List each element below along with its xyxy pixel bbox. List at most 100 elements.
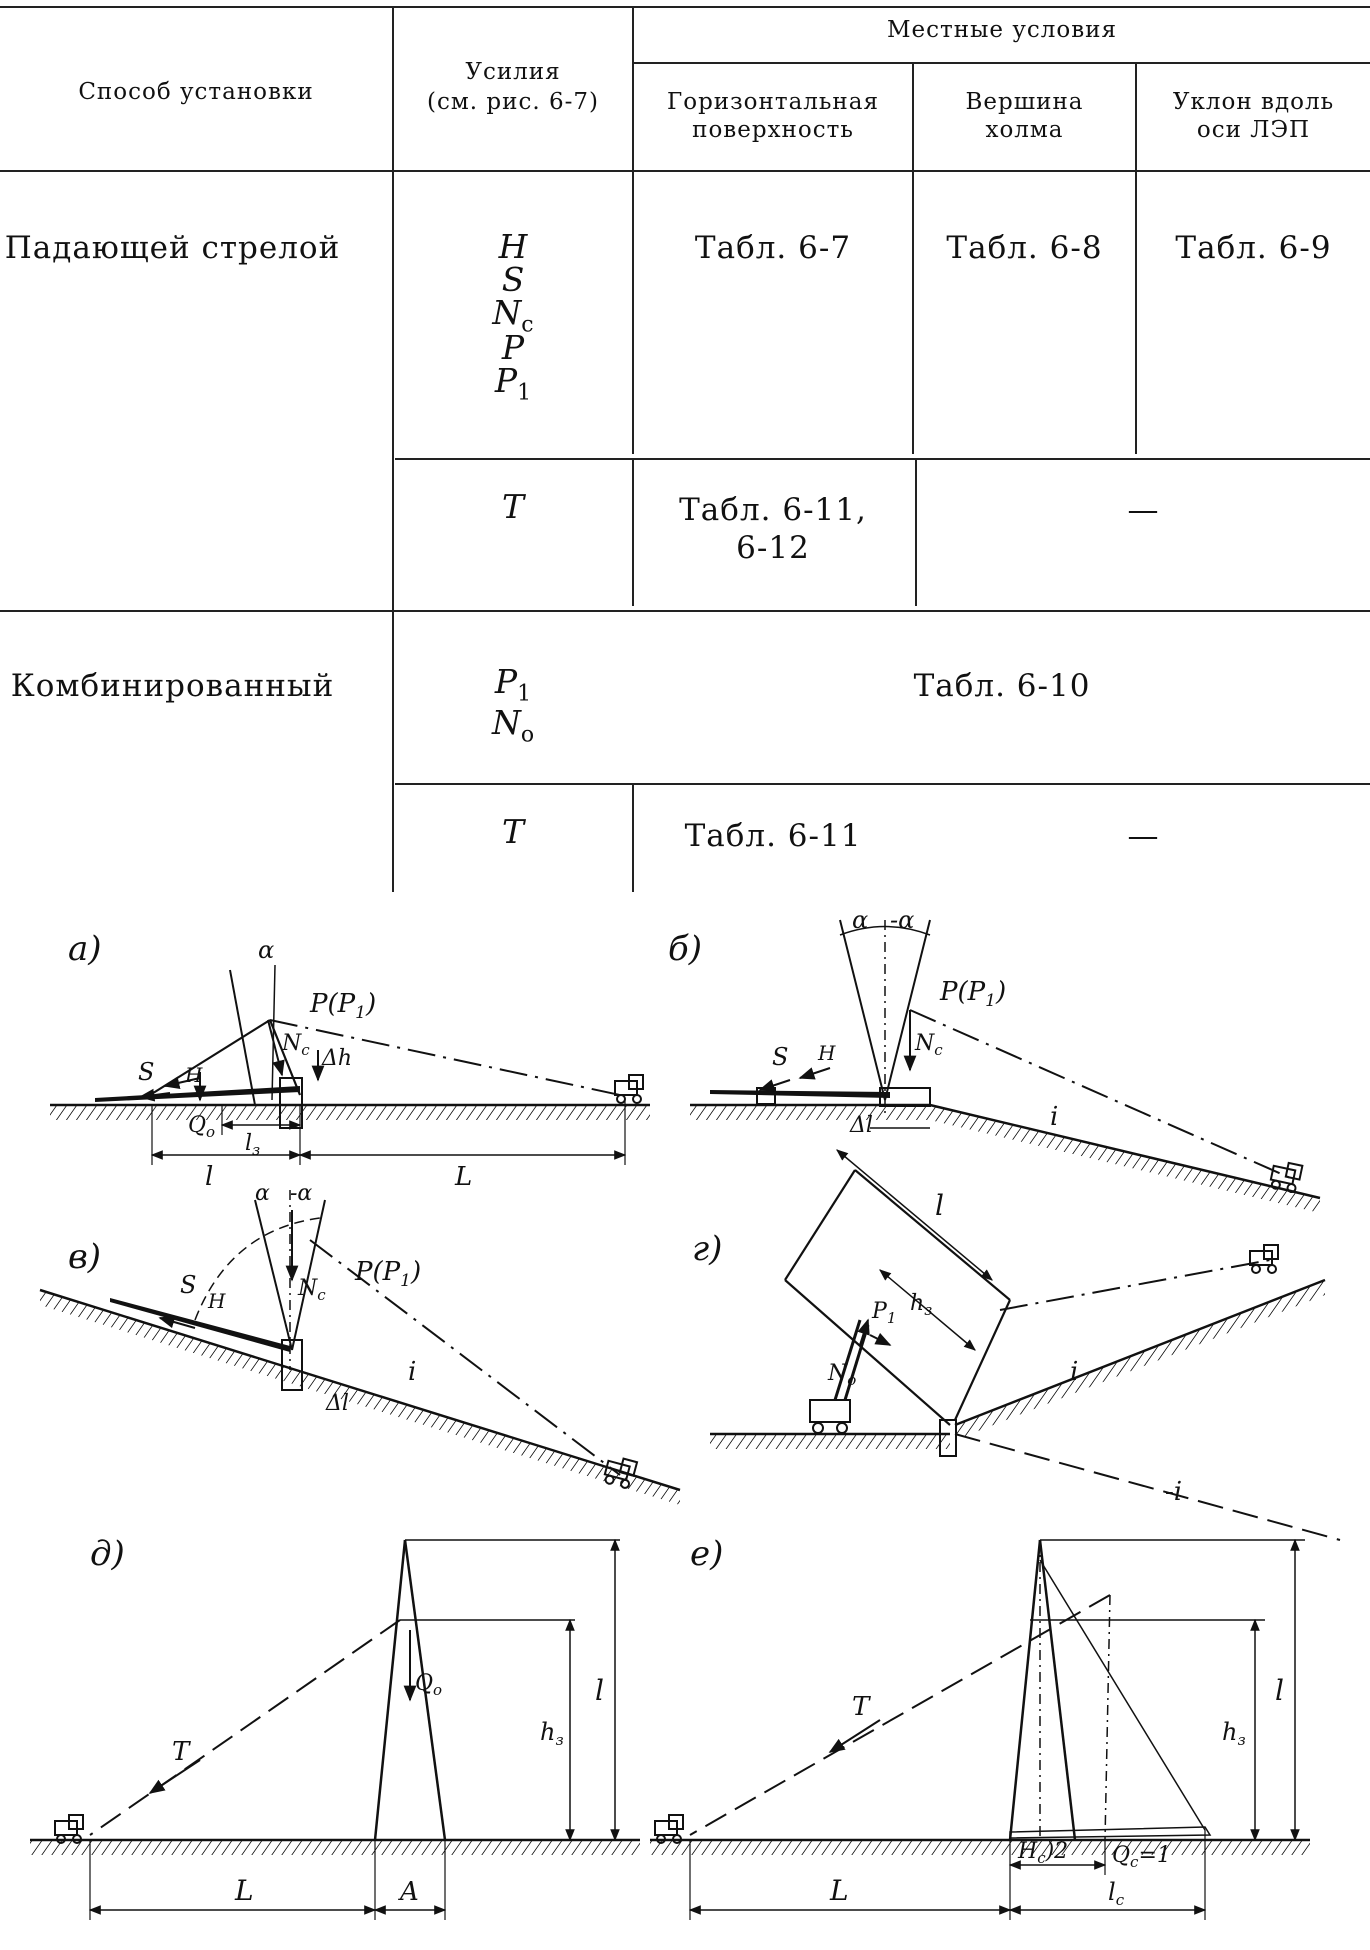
label-l-d: l xyxy=(595,1674,604,1707)
panel-e: е) T hз l L Hc)2 Qc=1 lc xyxy=(650,1534,1310,1920)
col-divider-4 xyxy=(1135,62,1137,454)
panel-d-label: д) xyxy=(90,1534,125,1574)
label-Nc-a: Nc xyxy=(281,1031,310,1059)
cable-v xyxy=(309,1239,621,1476)
local-conditions-rule xyxy=(632,62,1370,64)
label-P-a: P(P1) xyxy=(309,989,376,1023)
cable-d xyxy=(89,1619,401,1836)
tractor-d xyxy=(54,1814,84,1844)
label-P-b: P(P1) xyxy=(939,977,1006,1011)
label-Qo-d: Qo xyxy=(415,1671,442,1699)
label-H-b: H xyxy=(817,1041,836,1065)
label-h3-g: hз xyxy=(910,1291,932,1319)
force-H: H xyxy=(498,227,528,266)
label-L-e: L xyxy=(829,1874,849,1907)
hatch-v xyxy=(40,1291,680,1505)
label-No-g: No xyxy=(827,1361,856,1389)
header-forces: Усилия xyxy=(465,59,561,85)
pole-a xyxy=(229,969,256,1106)
label-T-e: T xyxy=(852,1692,871,1722)
label-alpha-v: α xyxy=(255,1181,270,1206)
hatch-g xyxy=(710,1435,950,1449)
table-top-rule xyxy=(0,6,1370,8)
hatch-e xyxy=(650,1841,1310,1855)
dim-h3-g xyxy=(879,1269,976,1351)
arc-v xyxy=(194,1217,321,1321)
ground-v xyxy=(39,1288,681,1492)
boom-a-2 xyxy=(268,1019,302,1096)
boom-b xyxy=(710,1090,890,1098)
label-i-g: i xyxy=(1070,1357,1078,1387)
label-Qo-a: Qo xyxy=(188,1113,215,1141)
tractor-g xyxy=(1249,1244,1279,1274)
arc-b xyxy=(839,925,931,936)
row3-inner-rule xyxy=(395,783,1370,785)
subheader-slope-1: Уклон вдоль xyxy=(1172,89,1335,115)
subheader-hill-2: холма xyxy=(985,117,1064,143)
installation-schemes-figure: а) α xyxy=(30,906,1341,1920)
tower-d-r xyxy=(403,1539,447,1841)
tower-d-l xyxy=(373,1539,407,1841)
subheader-hill-1: Вершина xyxy=(965,89,1084,115)
label-l-e: l xyxy=(1275,1674,1284,1707)
method-falling-boom: Падающей стрелой xyxy=(4,230,341,266)
tractor-a xyxy=(614,1074,644,1104)
hatch-g-slope xyxy=(955,1281,1325,1440)
arrow-Nc-a xyxy=(267,1019,285,1077)
dash-row2: — xyxy=(1127,492,1160,528)
hatch-b xyxy=(690,1106,930,1120)
force-Nc: Nc xyxy=(492,293,534,338)
method-combined: Комбинированный xyxy=(10,668,335,704)
ref-merged-row3: Табл. 6-10 xyxy=(913,668,1091,704)
force-P1: P1 xyxy=(494,360,532,406)
label-S-b: S xyxy=(772,1043,788,1071)
tower-e-l xyxy=(1008,1539,1042,1841)
label-Nc-b: Nc xyxy=(914,1031,943,1059)
panel-g-label: г) xyxy=(692,1229,722,1269)
label-P1-g: P1 xyxy=(871,1299,896,1327)
panel-d: д) T Qo hз l L A xyxy=(30,1534,640,1920)
pole-g-1 xyxy=(784,1279,951,1426)
axis-e-2 xyxy=(1104,1594,1111,1841)
arrow-H-a xyxy=(163,1076,201,1090)
ref-horizontal-row2-line1: Табл. 6-11, xyxy=(679,492,867,528)
pole-g-4 xyxy=(954,1299,1011,1421)
header-forces-ref: (см. рис. 6-7) xyxy=(427,89,599,115)
cable-g xyxy=(999,1259,1271,1311)
ref-hill-row1: Табл. 6-8 xyxy=(946,230,1103,266)
label-A-d: A xyxy=(398,1877,419,1907)
col-divider-2b xyxy=(632,458,634,606)
stack-b xyxy=(756,1087,776,1105)
foundation-a xyxy=(279,1077,303,1129)
header-bottom-rule xyxy=(0,170,1370,172)
cable-a xyxy=(269,1019,621,1096)
forces-list-row3: P1 Nо xyxy=(394,665,632,746)
label-P-v: P(P1) xyxy=(354,1257,421,1291)
panel-a: а) α xyxy=(50,929,650,1192)
panel-b-label: б) xyxy=(668,929,702,969)
cable-e xyxy=(689,1594,1111,1836)
header-method: Способ установки xyxy=(78,79,314,105)
panel-v: в) α -α P(P1) Nc S H i Δl xyxy=(39,1181,681,1505)
cone-b-l xyxy=(839,919,886,1101)
force-S: S xyxy=(501,260,525,299)
col-divider-3 xyxy=(912,62,914,454)
label-Qc1-e: Qc=1 xyxy=(1112,1843,1171,1871)
crane-g xyxy=(809,1319,870,1434)
label-i-b: i xyxy=(1050,1102,1058,1132)
dash-row4: — xyxy=(1127,818,1160,854)
label-dl-b: Δl xyxy=(849,1113,873,1138)
force-No-row3: Nо xyxy=(491,702,535,748)
label-H-v: H xyxy=(207,1289,226,1313)
cone-v-l xyxy=(254,1199,293,1351)
label-lc-e: lc xyxy=(1108,1878,1125,1909)
arrow-No-g xyxy=(857,1318,870,1346)
forces-list-row1: H S Nc P P1 xyxy=(394,230,632,404)
ref-horizontal-row2-line2: 6-12 xyxy=(736,530,810,566)
label-l-g: l xyxy=(935,1189,944,1222)
cone-v-r xyxy=(291,1199,326,1351)
label-h3-e: hз xyxy=(1222,1718,1246,1749)
arrow-P1-g xyxy=(869,1332,892,1346)
tractor-b xyxy=(1269,1161,1304,1194)
arrow-S-v xyxy=(158,1315,196,1329)
